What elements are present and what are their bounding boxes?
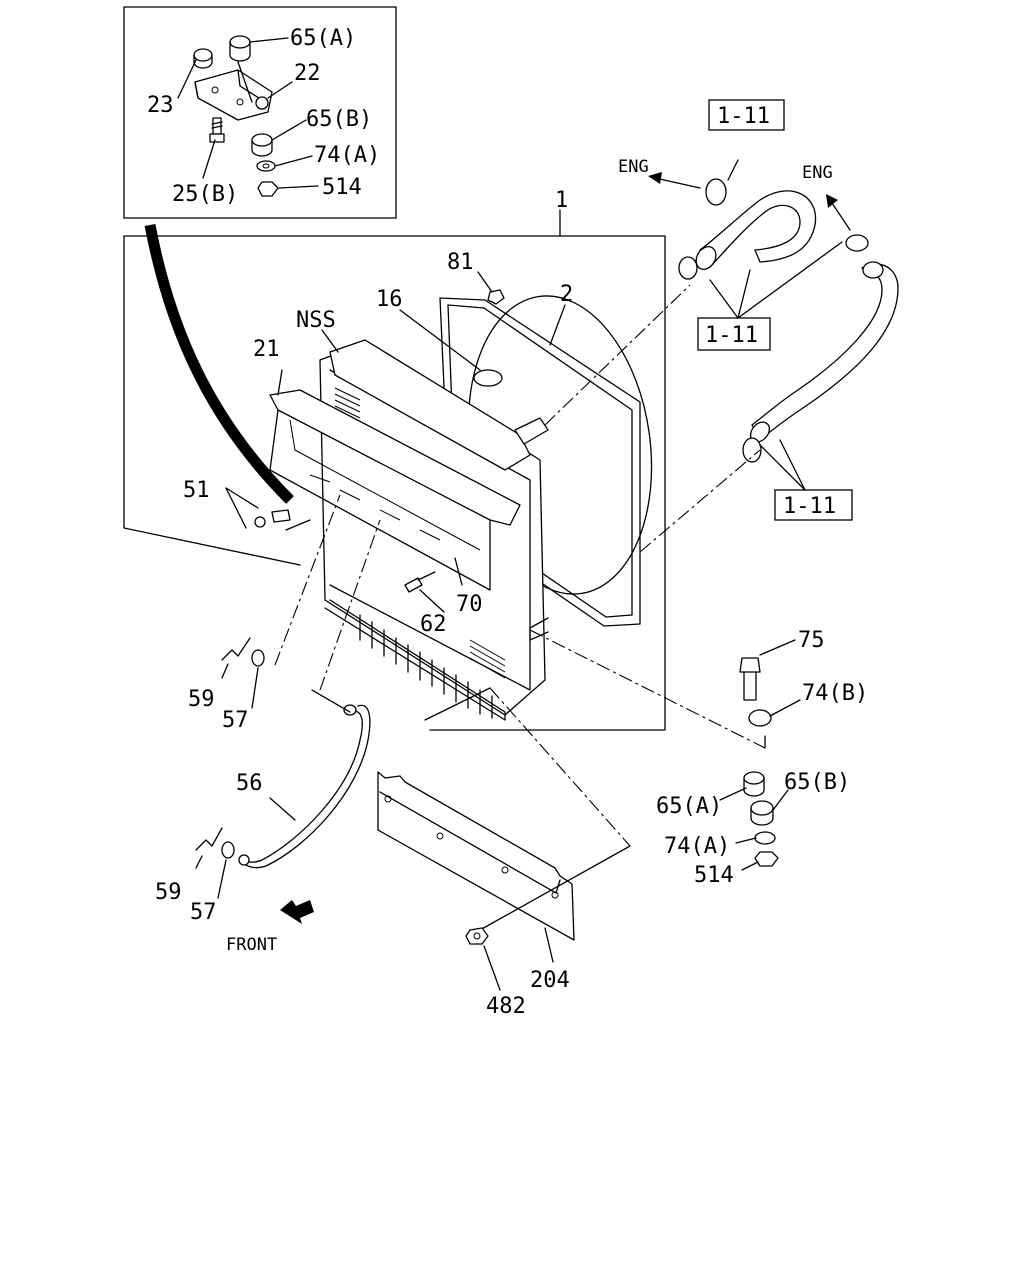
label-22: 22	[294, 61, 321, 86]
label-74a: 74(A)	[664, 834, 730, 859]
label-65a-inset: 65(A)	[290, 26, 356, 51]
clamp-57-upper	[251, 649, 265, 667]
nut-482	[465, 927, 489, 945]
label-57-upper: 57	[222, 708, 249, 733]
label-21: 21	[253, 337, 280, 362]
label-70: 70	[456, 592, 483, 617]
connection-stroke	[144, 223, 294, 504]
label-2: 2	[560, 282, 573, 307]
ref-label-mid[interactable]: 1-11	[705, 323, 758, 348]
label-1: 1	[555, 188, 568, 213]
label-62: 62	[420, 612, 447, 637]
front-arrow-icon	[280, 900, 314, 924]
nut-514	[754, 851, 779, 867]
label-514-inset: 514	[322, 175, 362, 200]
label-16: 16	[376, 287, 403, 312]
assembly-outline	[123, 235, 666, 731]
label-74b: 74(B)	[802, 681, 868, 706]
nut-81	[487, 289, 505, 305]
eng-arrow-right	[829, 199, 851, 231]
overflow-pipe-56	[238, 704, 371, 869]
label-204: 204	[530, 968, 570, 993]
ref-box-mid[interactable]	[697, 317, 771, 351]
label-57-lower: 57	[190, 900, 217, 925]
baffle-plate	[269, 389, 521, 591]
clip-59-lower	[195, 827, 223, 851]
label-25b: 25(B)	[172, 182, 238, 207]
bolt-62	[404, 577, 423, 593]
label-eng-right: ENG	[802, 163, 833, 183]
ref-box-top[interactable]	[708, 99, 785, 131]
label-23: 23	[147, 93, 174, 118]
clamp-upper-right	[678, 256, 698, 280]
label-75: 75	[798, 628, 825, 653]
label-74a-inset: 74(A)	[314, 143, 380, 168]
label-65a: 65(A)	[656, 794, 722, 819]
label-65b: 65(B)	[784, 770, 850, 795]
label-81: 81	[447, 250, 474, 275]
label-65b-inset: 65(B)	[306, 107, 372, 132]
cover-plate-204	[377, 771, 575, 941]
label-front: FRONT	[226, 935, 277, 955]
inset-mount-detail	[123, 6, 397, 219]
rubber-65a	[743, 771, 765, 797]
ref-box-low[interactable]	[774, 489, 853, 521]
ref-label-low[interactable]: 1-11	[783, 494, 836, 519]
mount-bolt-75	[739, 657, 761, 701]
upper-hose	[695, 190, 817, 270]
label-51: 51	[183, 478, 210, 503]
lower-hose	[749, 261, 899, 443]
clip-59-upper	[221, 637, 251, 661]
clamp-upper-left	[705, 178, 727, 206]
clamp-lower-bottom	[742, 437, 762, 463]
label-nss: NSS	[296, 308, 336, 333]
label-59-upper: 59	[188, 687, 215, 712]
label-eng-left: ENG	[618, 157, 649, 177]
label-514: 514	[694, 863, 734, 888]
label-482: 482	[486, 994, 526, 1019]
label-59-lower: 59	[155, 880, 182, 905]
label-56: 56	[236, 771, 263, 796]
washer-74b	[748, 709, 772, 727]
eng-arrow-left	[654, 177, 701, 189]
washer-51	[254, 516, 266, 528]
ref-label-top[interactable]: 1-11	[717, 104, 770, 129]
clamp-lower-top	[845, 234, 869, 252]
rubber-65b	[750, 800, 774, 826]
washer-74a	[754, 831, 776, 845]
clamp-57-lower	[221, 841, 235, 859]
